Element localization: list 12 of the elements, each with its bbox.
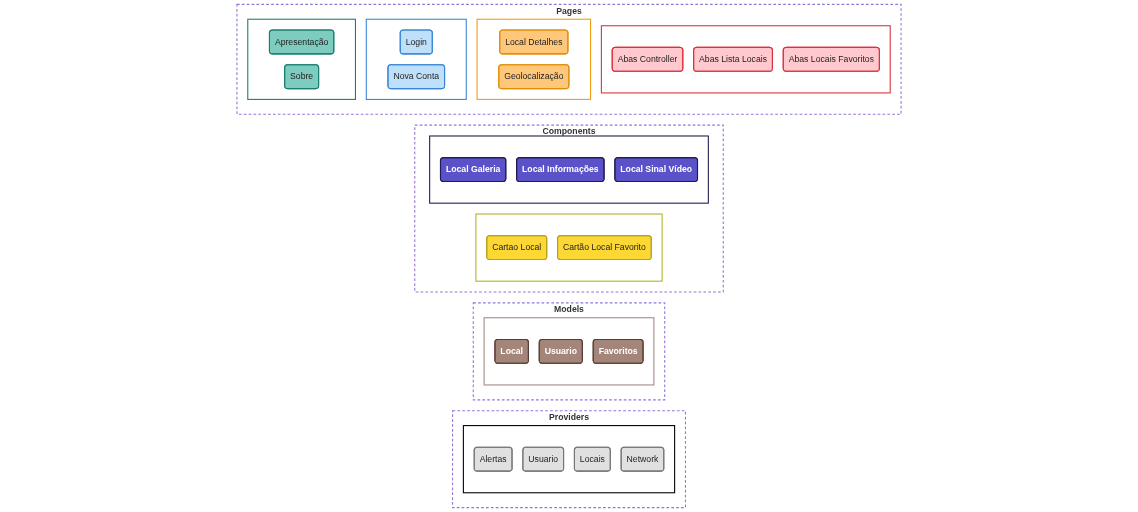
cluster [452,410,686,509]
cluster [236,3,902,115]
cluster [247,18,356,100]
cluster [483,317,655,386]
cluster [476,18,592,100]
cluster [462,425,676,494]
cluster [472,302,666,401]
cluster [475,213,663,282]
cluster [429,135,709,204]
cluster [414,124,724,293]
cluster [365,18,467,100]
cluster [600,25,891,94]
